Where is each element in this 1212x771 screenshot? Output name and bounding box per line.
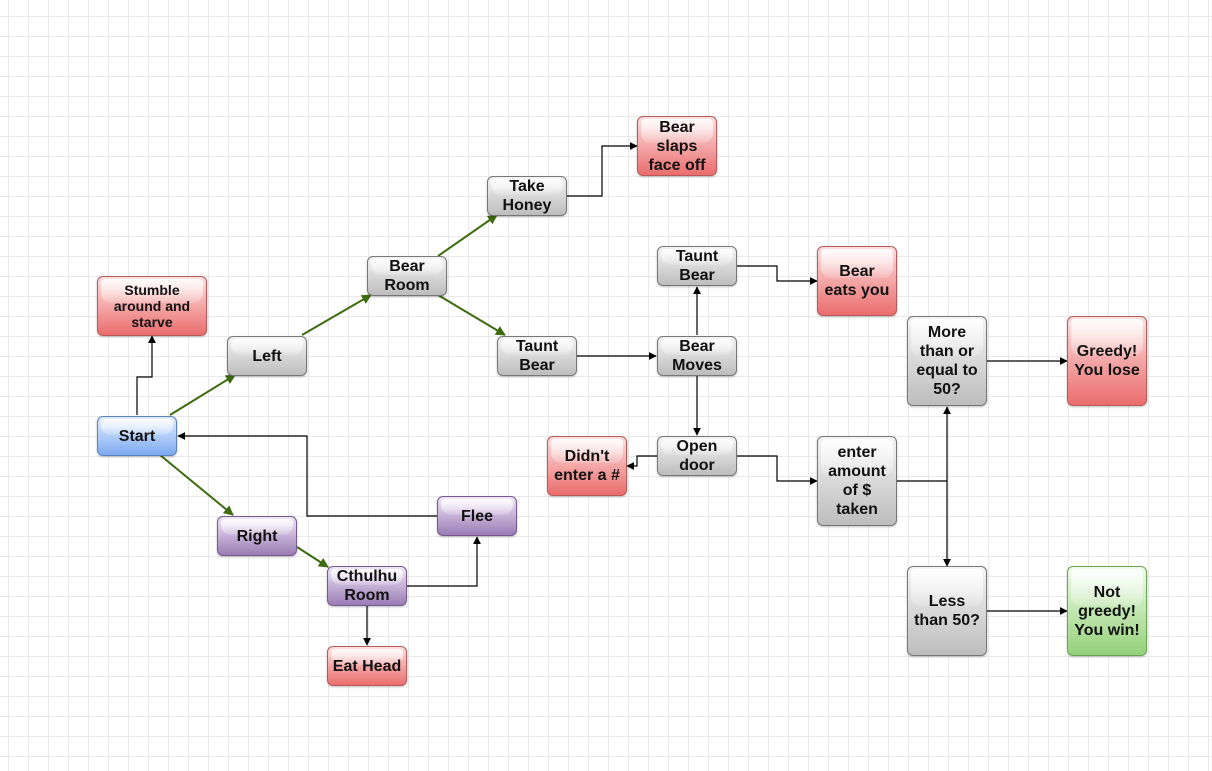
node-greedy-lose-label: Greedy! You lose (1074, 343, 1140, 379)
edge-start-stumble (136, 335, 156, 415)
node-start[interactable]: Start (97, 416, 177, 456)
node-bear-moves[interactable]: Bear Moves (657, 336, 737, 376)
edge-opendoor-didntenter (626, 455, 657, 470)
node-take-honey-label: Take Honey (502, 178, 552, 214)
node-more-than[interactable]: More than or equal to 50? (907, 316, 987, 406)
node-right[interactable]: Right (217, 516, 297, 556)
node-stumble[interactable]: Stumble around and starve (97, 276, 207, 336)
node-less-than-label: Less than 50? (914, 593, 980, 629)
node-flee-label: Flee (460, 507, 493, 525)
node-bear-eats[interactable]: Bear eats you (817, 246, 897, 316)
node-enter-amount-label: enter amount of $ taken (828, 444, 886, 518)
node-eat-head-label: Eat Head (332, 657, 402, 675)
node-greedy-lose[interactable]: Greedy! You lose (1067, 316, 1147, 406)
node-start-label: Start (118, 427, 156, 445)
edge-start-left (169, 374, 236, 416)
node-not-greedy[interactable]: Not greedy! You win! (1067, 566, 1147, 656)
node-cthulhu-room[interactable]: Cthulhu Room (327, 566, 407, 606)
node-open-door-label: Open door (676, 438, 718, 474)
edge-bearroom-tauntbear (437, 294, 506, 336)
node-open-door[interactable]: Open door (657, 436, 737, 476)
node-right-label: Right (236, 527, 278, 545)
node-bear-moves-label: Bear Moves (672, 338, 722, 374)
edge-opendoor-enteramount (737, 455, 818, 485)
node-stumble-label: Stumble around and starve (113, 282, 191, 330)
node-more-than-label: More than or equal to 50? (916, 324, 978, 398)
edge-cthulhu-flee (407, 536, 481, 587)
node-bear-slaps[interactable]: Bear slaps face off (637, 116, 717, 176)
edge-bearroom-takehoney (437, 214, 498, 257)
node-left-label: Left (252, 347, 282, 365)
edge-right-cthulhu (296, 546, 329, 568)
node-bear-slaps-label: Bear slaps face off (648, 118, 706, 174)
node-take-honey[interactable]: Take Honey (487, 176, 567, 216)
node-bear-room[interactable]: Bear Room (367, 256, 447, 296)
node-flee[interactable]: Flee (437, 496, 517, 536)
edge-start-right (159, 454, 234, 516)
edge-flee-start (177, 432, 437, 517)
node-eat-head[interactable]: Eat Head (327, 646, 407, 686)
node-bear-eats-label: Bear eats you (824, 263, 890, 299)
node-enter-amount[interactable]: enter amount of $ taken (817, 436, 897, 526)
edge-tauntbear-beareats (737, 265, 818, 285)
node-not-greedy-label: Not greedy! You win! (1074, 583, 1140, 639)
node-cthulhu-room-label: Cthulhu Room (336, 568, 398, 604)
node-bear-room-label: Bear Room (384, 258, 430, 294)
node-taunt-bear-1-label: Taunt Bear (515, 338, 559, 374)
node-taunt-bear-2-label: Taunt Bear (675, 248, 719, 284)
node-less-than[interactable]: Less than 50? (907, 566, 987, 656)
edge-enteramount-morethan (897, 406, 951, 482)
node-didnt-enter-label: Didn't enter a # (554, 448, 620, 484)
node-left[interactable]: Left (227, 336, 307, 376)
node-didnt-enter[interactable]: Didn't enter a # (547, 436, 627, 496)
edge-takehoney-bearslaps (567, 142, 638, 197)
node-taunt-bear-1[interactable]: Taunt Bear (497, 336, 577, 376)
edge-left-bearroom (301, 294, 372, 336)
node-taunt-bear-2[interactable]: Taunt Bear (657, 246, 737, 286)
